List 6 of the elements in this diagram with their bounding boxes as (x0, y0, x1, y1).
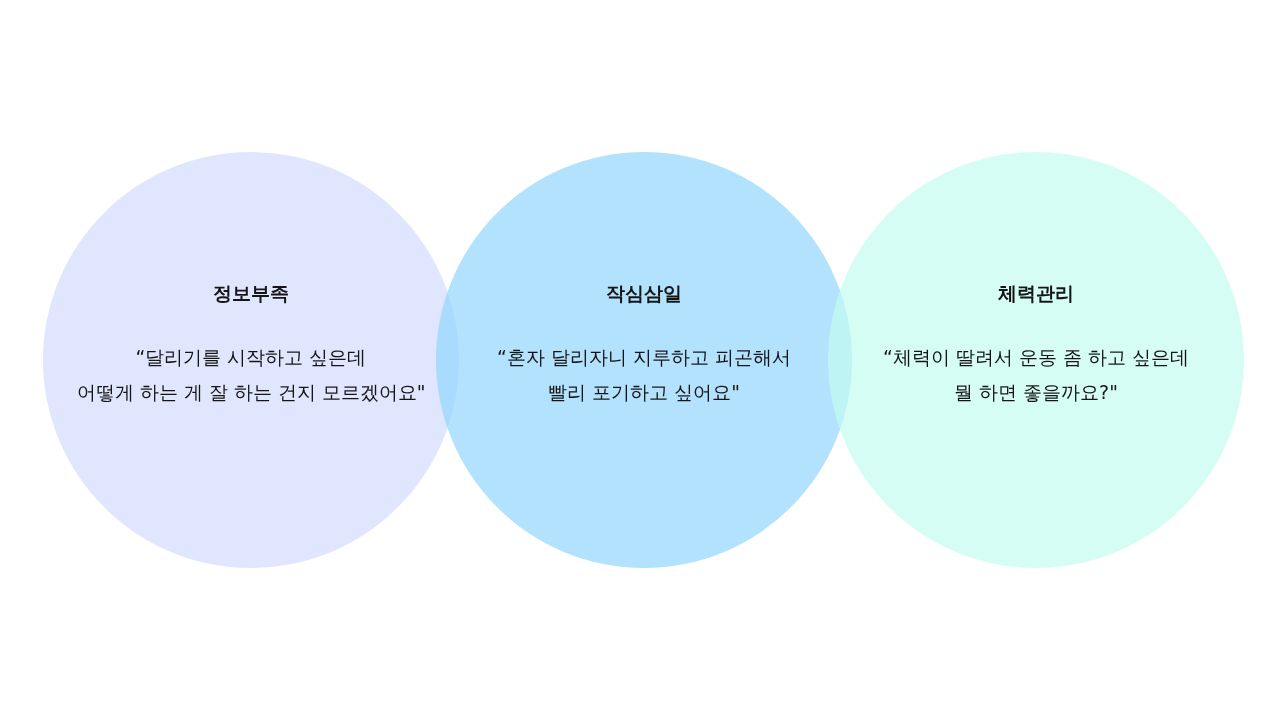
quote-text: “달리기를 시작하고 싶은데 어떻게 하는 게 잘 하는 건지 모르겠어요" (76, 345, 426, 405)
circle-heading: 작심삼일 (606, 281, 682, 306)
circle-heading: 체력관리 (998, 281, 1074, 306)
circle-heading: 정보부족 (213, 281, 289, 306)
quote-text: “체력이 딸려서 운동 좀 하고 싶은데 뭘 하면 좋을까요?" (882, 345, 1189, 405)
quote-text: “혼자 달리자니 지루하고 피곤해서 빨리 포기하고 싶어요" (497, 345, 791, 405)
